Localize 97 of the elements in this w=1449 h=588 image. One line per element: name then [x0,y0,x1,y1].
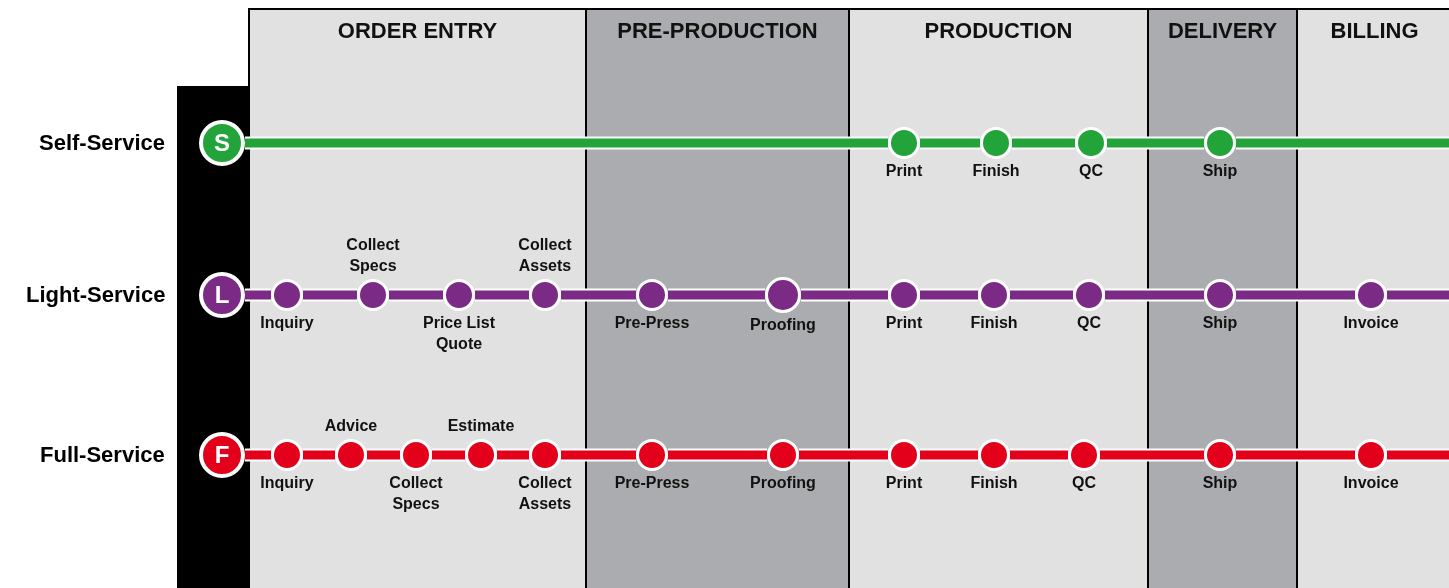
station-dot [888,279,920,311]
station-dot [636,279,668,311]
station-dot [636,439,668,471]
station-dot [888,127,920,159]
route-line [303,450,335,460]
station-dot [357,279,389,311]
station-dot [888,439,920,471]
stop-label: Collect Assets [517,235,573,276]
station-dot [1075,127,1107,159]
column-heading: BILLING [1329,18,1420,44]
station-dot [271,439,303,471]
station-dot [529,279,561,311]
column-band [848,8,1147,588]
route-line [303,290,357,300]
stop-label: Ship [1201,161,1239,181]
station-dot [1068,439,1100,471]
stop-label: Print [884,161,924,181]
route-line [245,138,888,148]
route-line [1107,138,1204,148]
column-band [585,8,848,588]
route-line [1387,450,1449,460]
route-line [245,450,271,460]
row-label: Self-Service [39,130,165,156]
column-heading: PRE-PRODUCTION [616,18,819,44]
route-line [1012,138,1075,148]
stop-label: Print [884,473,924,493]
stop-label: Collect Specs [345,235,401,276]
route-line [432,450,465,460]
station-dot [443,279,475,311]
stop-label: Pre-Press [613,313,691,333]
stop-label: Inquiry [259,313,315,333]
stop-label: QC [1071,473,1097,493]
station-dot [400,439,432,471]
stop-label: Invoice [1342,313,1400,333]
route-line [561,450,636,460]
row-label: Full-Service [40,442,165,468]
route-line [1105,290,1204,300]
stop-label: Proofing [749,473,817,493]
column-band [1296,8,1449,588]
route-line [389,290,443,300]
station-dot [765,277,801,313]
route-line [920,290,978,300]
stop-label: Finish [969,473,1019,493]
route-line [561,290,636,300]
route-line [497,450,529,460]
station-dot [1355,279,1387,311]
route-line [1236,450,1355,460]
stop-label: QC [1078,161,1104,181]
route-line [920,450,978,460]
station-dot [271,279,303,311]
stop-label: Proofing [749,315,817,335]
stop-label: Estimate [446,416,516,436]
route-line [668,290,765,300]
station-dot [1073,279,1105,311]
column-heading: DELIVERY [1166,18,1279,44]
station-dot [1204,127,1236,159]
stop-label: Ship [1201,313,1239,333]
route-line [668,450,767,460]
station-dot [978,439,1010,471]
stop-label: Collect Specs [388,473,444,514]
station-dot [335,439,367,471]
row-label: Light-Service [26,282,166,308]
stop-label: Finish [971,161,1021,181]
column-heading: PRODUCTION [923,18,1074,44]
route-line [920,138,980,148]
station-dot [465,439,497,471]
route-line [799,450,888,460]
column-band [248,8,585,588]
stop-label: Print [884,313,924,333]
route-line [367,450,400,460]
route-line [1236,138,1449,148]
route-line [475,290,529,300]
station-dot [529,439,561,471]
station-dot [767,439,799,471]
column-heading: ORDER ENTRY [336,18,499,44]
stop-label: Collect Assets [517,473,573,514]
column-band [1147,8,1296,588]
stop-label: Price List Quote [422,313,496,354]
station-dot [1204,279,1236,311]
station-dot [1204,439,1236,471]
stop-label: Inquiry [259,473,315,493]
stop-label: Pre-Press [613,473,691,493]
route-line [245,290,271,300]
stop-label: Advice [323,416,379,436]
stop-label: QC [1076,313,1102,333]
route-line [1236,290,1355,300]
route-line [1100,450,1204,460]
route-line [1387,290,1449,300]
stop-label: Finish [969,313,1019,333]
route-line [1010,450,1068,460]
station-dot [980,127,1012,159]
route-line [801,290,888,300]
stop-label: Invoice [1342,473,1400,493]
stop-label: Ship [1201,473,1239,493]
route-line [1010,290,1073,300]
station-dot [978,279,1010,311]
station-dot [1355,439,1387,471]
